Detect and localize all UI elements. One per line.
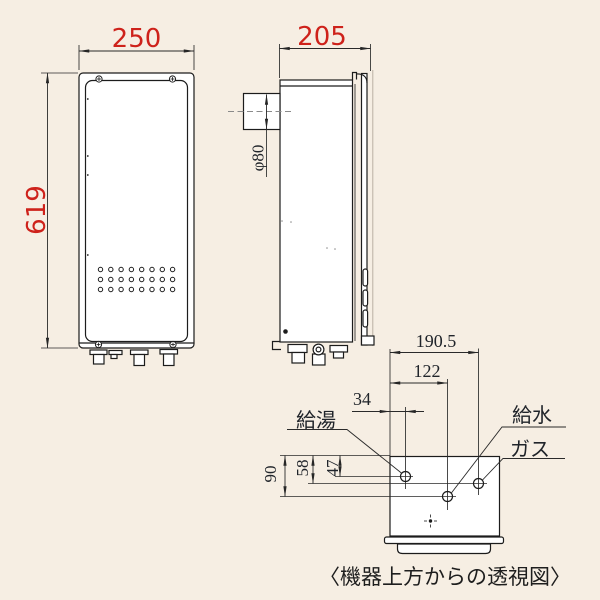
label-cold-water: 給水 <box>450 404 566 494</box>
side-screw <box>283 329 288 334</box>
cold-water-label: 給水 <box>512 404 552 427</box>
top-tray <box>396 543 492 555</box>
screw-icon <box>169 340 177 349</box>
top-view: 190.5 122 34 90 58 47 <box>261 331 571 589</box>
side-body-outline <box>279 79 354 343</box>
side-bottom-step <box>271 340 281 351</box>
front-panel <box>84 79 189 343</box>
hanger-bracket <box>351 71 368 84</box>
dim-water-offset: 122 <box>389 361 449 385</box>
panel-rivets <box>86 98 89 256</box>
gas-port <box>472 477 485 490</box>
dim-90-label: 90 <box>261 466 280 483</box>
dim-phi80-label: φ80 <box>249 145 268 172</box>
dim-gas-offset: 190.5 <box>389 331 480 355</box>
side-view <box>228 70 375 366</box>
dim-58-label: 58 <box>293 460 312 477</box>
dim-122-label: 122 <box>414 361 441 381</box>
extension-lines <box>280 348 487 510</box>
cold-water-port <box>441 490 454 503</box>
dim-side-depth: 205 <box>278 22 372 78</box>
hot-water-port <box>399 470 412 483</box>
dim-hotwater-depth: 47 <box>323 454 342 478</box>
dim-34-label: 34 <box>353 389 371 409</box>
dim-619-label: 619 <box>22 185 52 235</box>
dim-exhaust-diameter: φ80 <box>249 93 269 177</box>
screw-icon <box>94 340 103 349</box>
side-rivets <box>281 220 336 250</box>
dim-water-depth: 90 <box>261 454 287 498</box>
center-mark <box>424 514 437 528</box>
dim-47-label: 47 <box>323 459 342 477</box>
dim-gas-depth: 58 <box>293 454 315 485</box>
screw-icon <box>168 75 177 83</box>
gas-label: ガス <box>510 438 550 461</box>
screw-icon <box>95 75 103 83</box>
front-bottom-pipes <box>89 348 179 367</box>
top-view-caption: 〈機器上方からの透視図〉 <box>319 566 571 589</box>
dim-205-label: 205 <box>297 22 347 52</box>
label-gas: ガス <box>482 438 565 481</box>
dim-250-label: 250 <box>112 24 162 54</box>
mounting-slots <box>362 268 369 328</box>
side-bottom-fittings <box>287 343 349 366</box>
dim-front-height: 619 <box>22 72 78 349</box>
hot-water-label: 給湯 <box>296 409 336 432</box>
label-hot-water: 給湯 <box>287 409 403 474</box>
front-view <box>78 72 195 367</box>
dim-front-width: 250 <box>78 24 195 70</box>
dim-hotwater-offset: 34 <box>352 389 424 414</box>
top-flange <box>383 536 505 545</box>
back-plate-foot <box>360 335 375 346</box>
dim-190-5-label: 190.5 <box>416 331 457 351</box>
